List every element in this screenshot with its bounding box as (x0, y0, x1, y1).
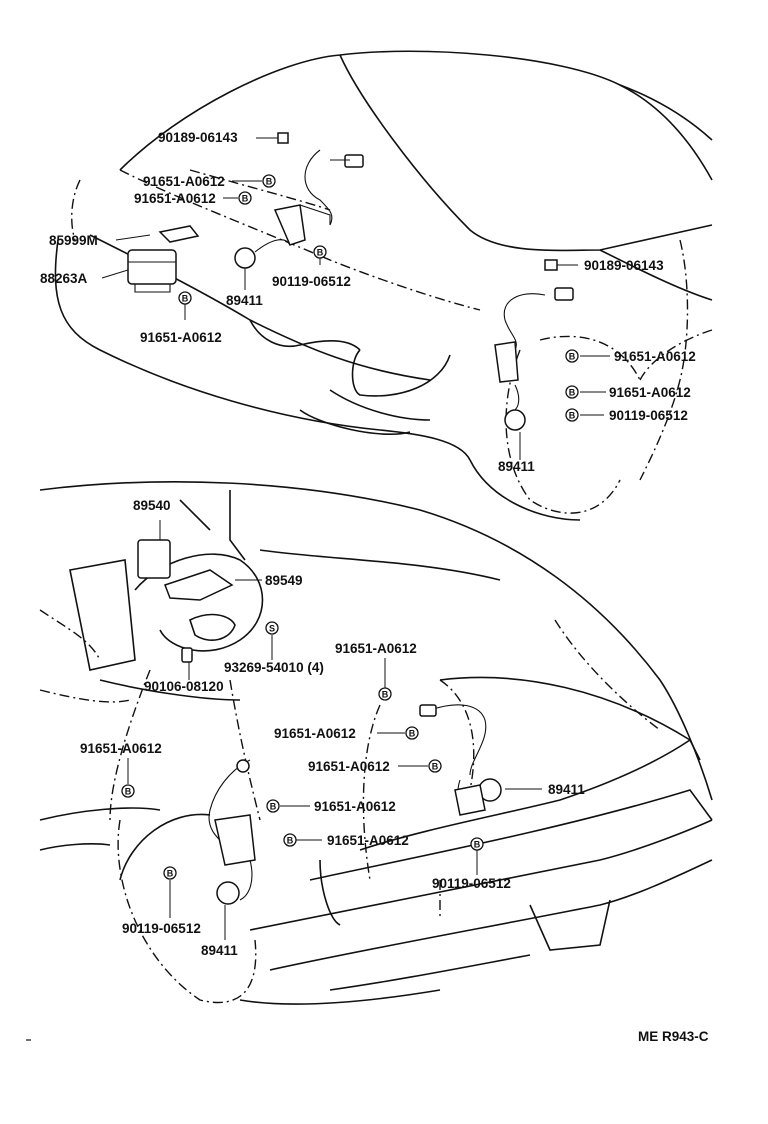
front-right-sensor-assembly (494, 287, 574, 431)
screw-symbol: S (265, 621, 279, 635)
svg-text:B: B (569, 411, 576, 421)
svg-text:B: B (382, 690, 389, 700)
svg-text:B: B (569, 352, 576, 362)
callout-91651-A0612-front-2: 91651-A0612 (134, 191, 216, 206)
callout-85999M: 85999M (49, 233, 98, 248)
bolt-symbol: B (565, 385, 579, 399)
callout-90119-06512-front-left: 90119-06512 (272, 274, 351, 289)
bolt-symbol: B (121, 784, 135, 798)
callout-89411-front-right: 89411 (498, 459, 535, 474)
callout-91651-A0612-front-right-2: 91651-A0612 (609, 385, 691, 400)
callout-89540: 89540 (133, 498, 171, 513)
svg-text:B: B (287, 836, 294, 846)
rear-vehicle-outline (39, 481, 713, 1005)
callout-90106-08120: 90106-08120 (144, 679, 224, 694)
front-left-sensor-assembly (234, 149, 364, 269)
bolt-symbol: B (262, 174, 276, 188)
svg-text:B: B (409, 729, 416, 739)
callout-90119-06512-front-right: 90119-06512 (609, 408, 688, 423)
svg-text:B: B (182, 294, 189, 304)
callout-90189-06143-front-left: 90189-06143 (158, 130, 238, 145)
callout-89411-front-left: 89411 (226, 293, 263, 308)
svg-text:B: B (317, 248, 324, 258)
svg-text:B: B (432, 762, 439, 772)
svg-text:S: S (269, 624, 275, 634)
callout-90119-06512-rear-left: 90119-06512 (122, 921, 201, 936)
svg-text:B: B (125, 787, 132, 797)
callout-91651-A0612-front-3: 91651-A0612 (140, 330, 222, 345)
callout-91651-A0612-rear-left-1: 91651-A0612 (80, 741, 162, 756)
callout-91651-A0612-rear-2: 91651-A0612 (274, 726, 356, 741)
bolt-symbol: B (266, 799, 280, 813)
callout-91651-A0612-front-right-1: 91651-A0612 (614, 349, 696, 364)
bolt-symbol: B (283, 833, 297, 847)
svg-text:B: B (569, 388, 576, 398)
rear-left-sensor-assembly (208, 759, 256, 905)
svg-text:B: B (167, 869, 174, 879)
callout-89411-rear-right: 89411 (548, 782, 585, 797)
callout-89549: 89549 (265, 573, 303, 588)
bolt-symbol: B (565, 408, 579, 422)
callout-labels: 90189-06143 91651-A0612 91651-A0612 8599… (40, 130, 696, 958)
bolt-symbol: B (238, 191, 252, 205)
svg-text:B: B (266, 177, 273, 187)
callout-91651-A0612-rear-left-3: 91651-A0612 (327, 833, 409, 848)
bolt-symbols: B B B B B B B B B B B B B B B S (121, 174, 579, 880)
callout-91651-A0612-rear-left-2: 91651-A0612 (314, 799, 396, 814)
rear-right-sensor-assembly (419, 704, 502, 816)
svg-text:B: B (242, 194, 249, 204)
bolt-symbol: B (565, 349, 579, 363)
callout-90119-06512-rear-right: 90119-06512 (432, 876, 511, 891)
bolt-symbol: B (378, 687, 392, 701)
bolt-symbol: B (313, 245, 327, 259)
callout-91651-A0612-rear-3: 91651-A0612 (308, 759, 390, 774)
callout-91651-A0612-rear-1: 91651-A0612 (335, 641, 417, 656)
svg-text:B: B (270, 802, 277, 812)
front-vehicle-outline (54, 50, 713, 521)
diagram-code: ME R943-C (638, 1029, 709, 1044)
bolt-symbol: B (405, 726, 419, 740)
leader-lines (101, 137, 610, 940)
svg-text:B: B (474, 840, 481, 850)
callout-91651-A0612-front-1: 91651-A0612 (143, 174, 225, 189)
callout-90189-06143-front-right: 90189-06143 (584, 258, 664, 273)
callout-88263A: 88263A (40, 271, 88, 286)
bolt-symbol: B (470, 837, 484, 851)
bolt-symbol: B (428, 759, 442, 773)
callout-89411-rear-left: 89411 (201, 943, 238, 958)
airbag-sensor-assembly (137, 539, 234, 663)
callout-93269-54010: 93269-54010 (4) (224, 660, 324, 675)
relay-and-bracket (127, 225, 200, 293)
bolt-symbol: B (163, 866, 177, 880)
washer-icons (277, 132, 558, 271)
bolt-symbol: B (178, 291, 192, 305)
